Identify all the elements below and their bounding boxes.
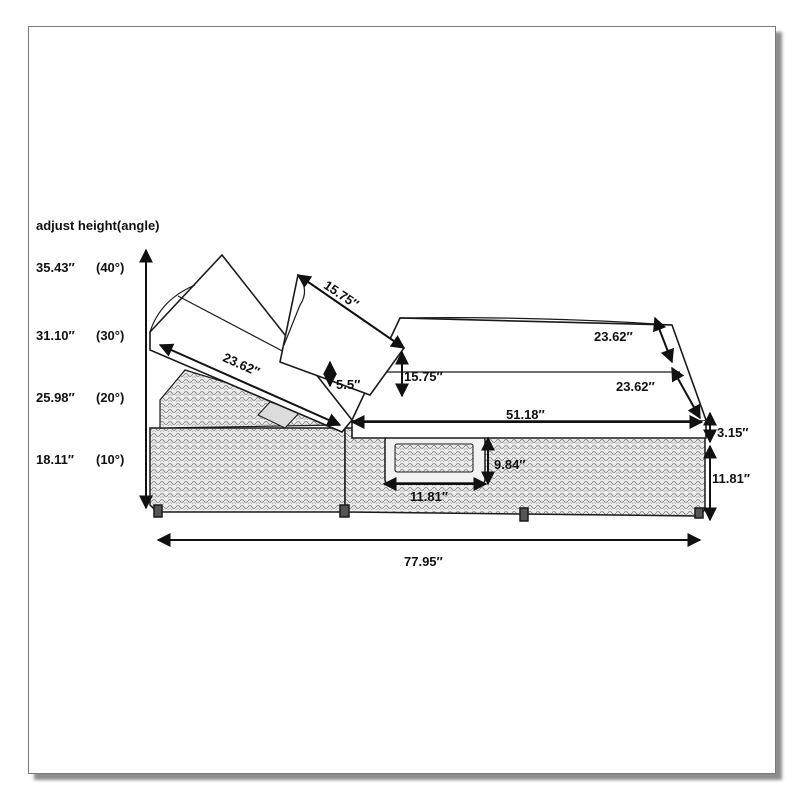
label-drawer-width: 11.81′′ (410, 489, 449, 504)
height-value: 18.11′′ (36, 452, 75, 467)
label-seat-length: 51.18′′ (506, 407, 545, 422)
height-angle: (30°) (96, 328, 125, 343)
drawer-handle (394, 443, 474, 473)
label-pillow-height: 15.75′′ (404, 369, 443, 384)
leg-middle (339, 504, 350, 518)
label-drawer-height: 9.84′′ (494, 457, 526, 472)
arrow-pillow-width (296, 274, 406, 349)
adjust-height-title: adjust height(angle) (36, 218, 160, 233)
label-cushion-width-mid: 23.62′′ (616, 379, 655, 394)
label-base-height: 11.81′′ (712, 471, 751, 486)
label-cushion-thickness: 3.15′′ (717, 425, 749, 440)
arrow-back-length (158, 343, 342, 427)
leg-rear-right (694, 507, 704, 519)
height-angle: (10°) (96, 452, 125, 467)
arrow-cushion-width-mid (671, 366, 701, 420)
label-total-length: 77.95′′ (404, 554, 443, 569)
height-value: 25.98′′ (36, 390, 75, 405)
height-angle: (20°) (96, 390, 125, 405)
dimension-lines (139, 248, 717, 547)
label-cushion-width-top: 23.62′′ (594, 329, 633, 344)
leg-front-left (153, 504, 163, 518)
leg-front-right (519, 507, 529, 522)
base-back-section (149, 427, 346, 513)
arrow-cushion-width-top (653, 316, 674, 364)
height-value: 35.43′′ (36, 260, 75, 275)
height-angle: (40°) (96, 260, 125, 275)
label-pillow-thickness: 5.5′′ (336, 377, 361, 392)
height-value: 31.10′′ (36, 328, 75, 343)
